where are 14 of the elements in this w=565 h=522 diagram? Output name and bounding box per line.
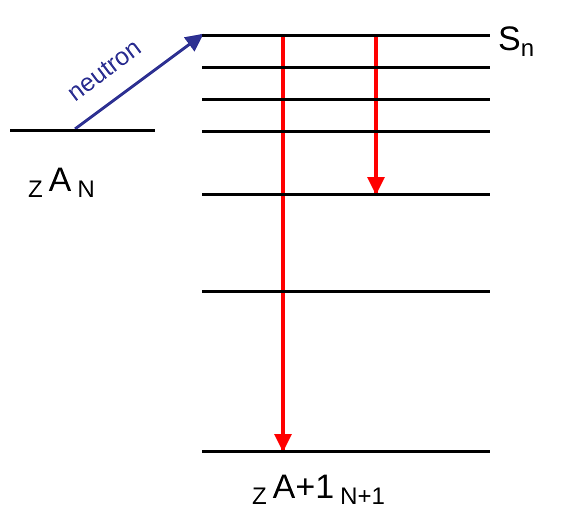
energy-level-line [202,130,490,133]
energy-level-line [202,66,490,69]
level-label: S$_{n}$ [498,22,536,61]
energy-level-line [202,34,490,37]
energy-level-line [202,98,490,101]
energy-level-line [10,129,155,132]
arrow [74,34,204,130]
energy-level-line [202,193,490,196]
energy-level-line [202,450,490,453]
level-label: $_{Z}$A+1$_{N+1}$ [252,470,386,509]
energy-level-line [202,290,490,293]
level-label: $_{Z}$A$_{N}$ [28,163,96,202]
arrow [274,37,292,452]
arrow [367,37,385,195]
